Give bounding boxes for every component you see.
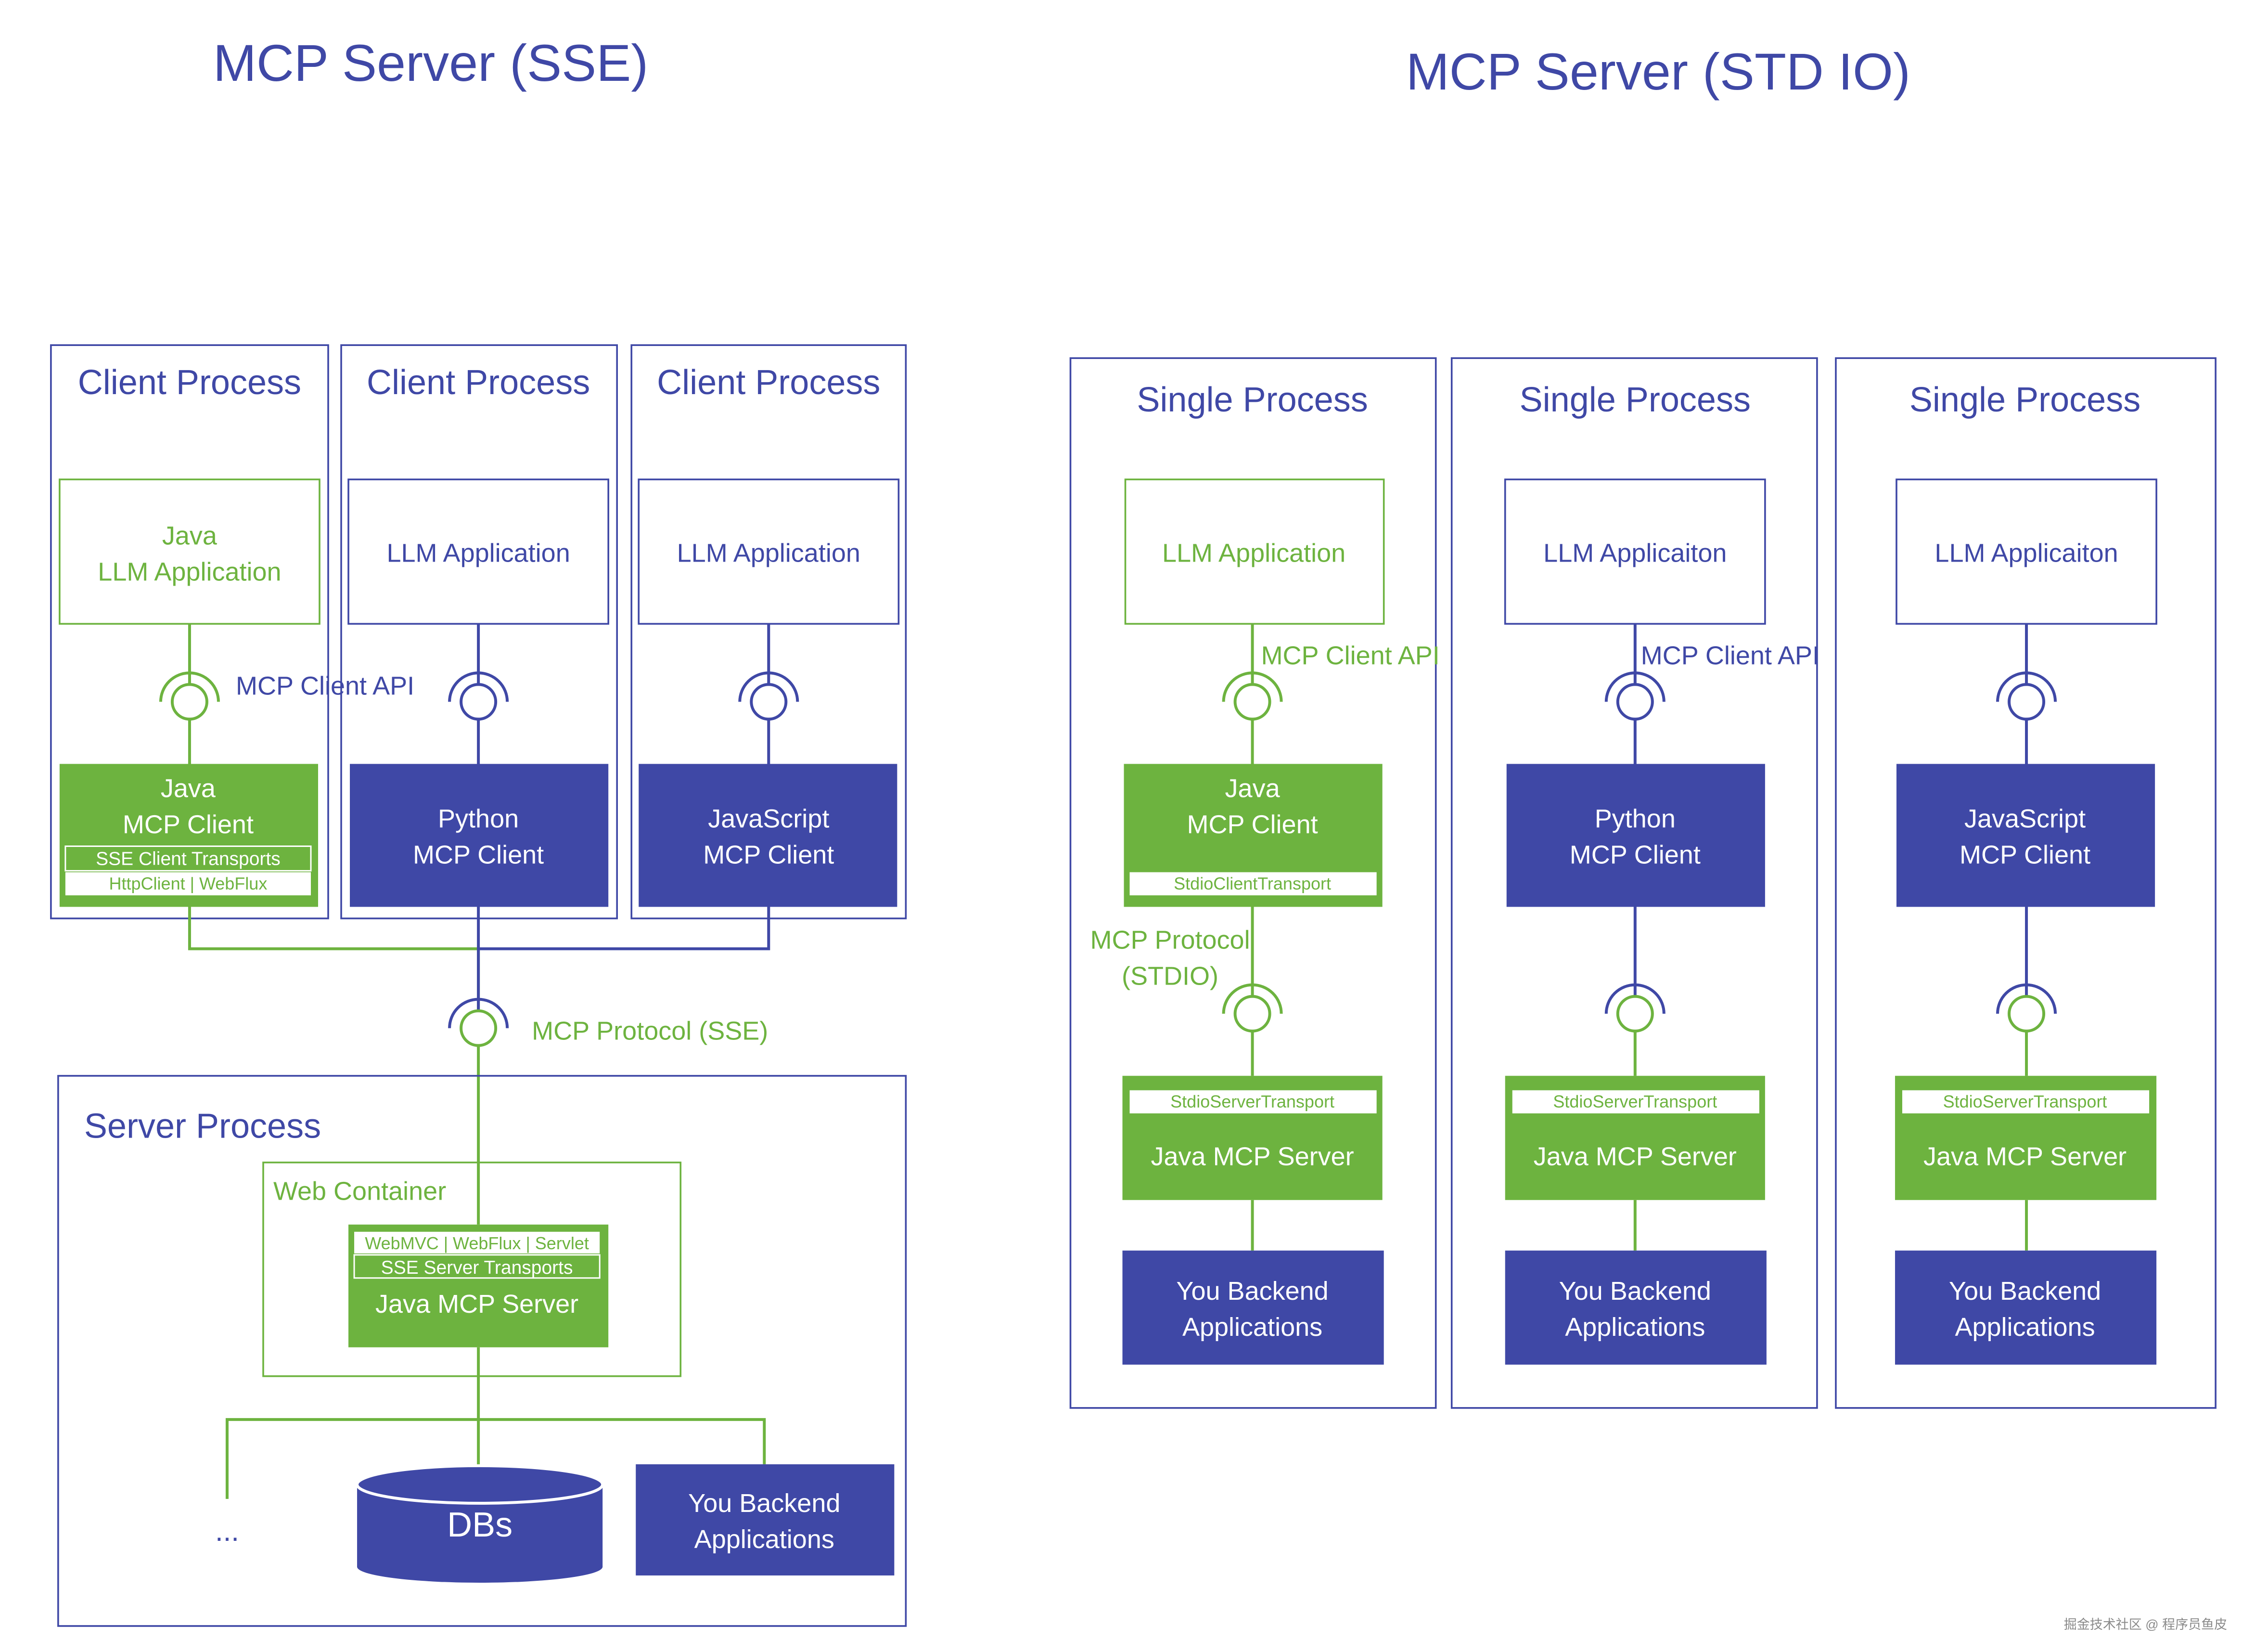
protocol-connector — [1604, 907, 1665, 1076]
app-line-1: LLM Application — [677, 538, 860, 567]
app-line-1: Java — [162, 521, 218, 550]
sse-protocol-label: MCP Protocol (SSE) — [532, 1017, 768, 1046]
sse-server-process: Server Process Web Container WebMVC | We… — [57, 1075, 907, 1627]
llm-application-box — [1124, 478, 1385, 625]
sse-client-api-connector-3 — [738, 624, 799, 764]
client-api-connector — [1222, 624, 1283, 764]
client-line-2: MCP Client — [1187, 810, 1318, 839]
backend-line-1: You Backend — [1559, 1277, 1711, 1306]
app-line-1: LLM Application — [386, 538, 570, 567]
sse-client-api-connector-1 — [159, 624, 220, 764]
dbs-label: DBs — [447, 1506, 512, 1544]
client-api-label: MCP Client API — [1641, 641, 1819, 670]
single-process-label: Single Process — [1909, 381, 2140, 419]
client-line-1: Java — [1225, 774, 1281, 803]
app-label: LLM Applicaiton — [1935, 538, 2118, 567]
client-line-2: MCP Client — [123, 810, 254, 839]
llm-application-box — [638, 478, 900, 625]
client-line-2: MCP Client — [703, 841, 834, 870]
backend-line-1: You Backend — [688, 1489, 840, 1518]
server-impls-label: WebMVC | WebFlux | Servlet — [365, 1233, 589, 1253]
client-process-label: Client Process — [657, 363, 880, 402]
ellipsis-label: ... — [215, 1515, 239, 1547]
web-container-box — [262, 1161, 682, 1377]
stdio-single-process-3: Single Process LLM Applicaiton JavaScrip… — [1835, 357, 2216, 1409]
server-label: Java MCP Server — [1151, 1142, 1354, 1171]
javascript-mcp-client-box — [1896, 764, 2155, 907]
database-cylinder — [356, 1464, 604, 1583]
stdio-single-process-1: Single Process LLM Application MCP Clien… — [1069, 357, 1440, 1409]
web-container-label: Web Container — [273, 1177, 446, 1206]
backend-line-2: Applications — [1182, 1313, 1322, 1342]
client-line-2: MCP Client — [1960, 841, 2090, 870]
llm-application-box — [1504, 478, 1766, 625]
app-line-2: LLM Application — [98, 557, 281, 586]
backend-line-2: Applications — [1955, 1313, 2095, 1342]
client-line-2: MCP Client — [413, 841, 544, 870]
server-process-label: Server Process — [84, 1107, 321, 1146]
sse-server-transports-label: SSE Server Transports — [381, 1257, 573, 1278]
client-line-1: JavaScript — [1964, 805, 2086, 833]
protocol-line-1: MCP Protocol — [1090, 926, 1250, 955]
sse-client-process-1: Client Process Java LLM Application Java… — [50, 344, 329, 920]
sse-java-mcp-server-label: Java MCP Server — [375, 1290, 578, 1319]
python-mcp-client-box — [350, 764, 609, 907]
title-stdio: MCP Server (STD IO) — [1406, 42, 1910, 101]
watermark: 掘金技术社区 @ 程序员鱼皮 — [2064, 1617, 2227, 1632]
title-sse: MCP Server (SSE) — [213, 34, 648, 92]
client-api-connector — [1996, 624, 2057, 764]
client-transport-label: StdioClientTransport — [1174, 874, 1331, 894]
client-api-connector — [1604, 624, 1665, 764]
llm-application-box — [347, 478, 609, 625]
client-process-label: Client Process — [367, 363, 590, 402]
sse-client-api-label: MCP Client API — [236, 671, 414, 700]
sse-client-process-2: Client Process LLM Application Python MC… — [340, 344, 618, 920]
client-api-label: MCP Client API — [1261, 641, 1440, 670]
sse-protocol-wiring — [188, 907, 770, 1225]
backend-line-1: You Backend — [1176, 1277, 1328, 1306]
backend-line-1: You Backend — [1949, 1277, 2101, 1306]
protocol-connector — [1996, 907, 2057, 1076]
backend-line-2: Applications — [1565, 1313, 1705, 1342]
app-label: LLM Application — [1162, 538, 1345, 567]
server-transport-label: StdioServerTransport — [1170, 1092, 1334, 1112]
llm-application-box — [1896, 478, 2157, 625]
server-transport-label: StdioServerTransport — [1553, 1092, 1717, 1112]
server-transport-label: StdioServerTransport — [1943, 1092, 2107, 1112]
backend-applications-box — [1505, 1250, 1767, 1365]
client-line-1: Java — [161, 774, 216, 803]
single-process-label: Single Process — [1137, 381, 1368, 419]
app-label: LLM Applicaiton — [1543, 538, 1727, 567]
backend-applications-box — [1122, 1250, 1384, 1365]
sse-client-transports-label: SSE Client Transports — [96, 849, 281, 870]
client-process-label: Client Process — [78, 363, 301, 402]
backend-line-2: Applications — [694, 1525, 834, 1554]
client-line-1: JavaScript — [708, 805, 829, 833]
protocol-line-2: (STDIO) — [1122, 962, 1218, 991]
client-line-1: Python — [1595, 805, 1676, 833]
server-label: Java MCP Server — [1534, 1142, 1737, 1171]
client-line-2: MCP Client — [1570, 841, 1701, 870]
single-process-label: Single Process — [1520, 381, 1751, 419]
server-label: Java MCP Server — [1923, 1142, 2127, 1171]
javascript-mcp-client-box — [639, 764, 897, 907]
protocol-connector — [1222, 907, 1283, 1076]
client-transport-impl-label: HttpClient | WebFlux — [109, 874, 268, 894]
sse-client-api-connector-2 — [448, 624, 509, 764]
python-mcp-client-box — [1506, 764, 1765, 907]
server-fanout-lines — [225, 1347, 766, 1499]
backend-applications-box — [1895, 1250, 2157, 1365]
sse-backend-applications-box — [636, 1464, 895, 1575]
stdio-single-process-2: Single Process LLM Applicaiton MCP Clien… — [1450, 357, 1819, 1409]
java-llm-application-box — [59, 478, 320, 625]
sse-client-process-3: Client Process LLM Application JavaScrip… — [630, 344, 907, 920]
client-line-1: Python — [438, 805, 519, 833]
